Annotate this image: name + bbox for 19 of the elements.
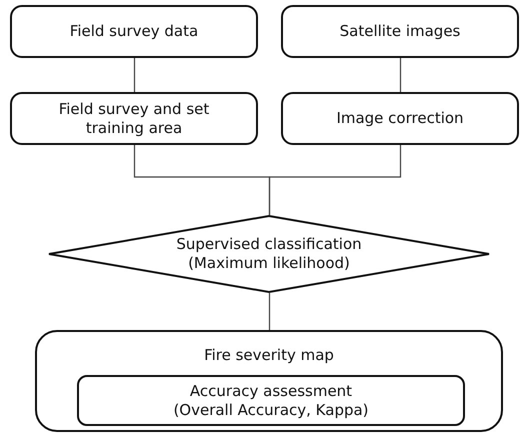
node-text: Field survey and set training area xyxy=(58,100,210,138)
group-box xyxy=(35,330,503,432)
connector-line xyxy=(400,58,402,92)
node-text: (Maximum likelihood) xyxy=(188,254,350,273)
node-text: Image correction xyxy=(336,109,464,128)
node-text: Accuracy assessment xyxy=(190,382,352,400)
process-box xyxy=(77,375,465,426)
node-text: Field survey data xyxy=(70,22,198,41)
node-text: Satellite images xyxy=(340,22,460,41)
process-box xyxy=(10,5,258,58)
connector-line xyxy=(268,145,402,215)
node-text: Fire severity map xyxy=(204,346,334,365)
node-text: (Overall Accuracy, Kappa) xyxy=(173,400,369,420)
connector-line xyxy=(268,293,270,330)
process-box xyxy=(281,92,519,145)
process-box xyxy=(281,5,519,58)
node-text: Supervised classification xyxy=(176,235,362,254)
connector-line xyxy=(134,58,136,92)
process-box xyxy=(10,92,258,145)
